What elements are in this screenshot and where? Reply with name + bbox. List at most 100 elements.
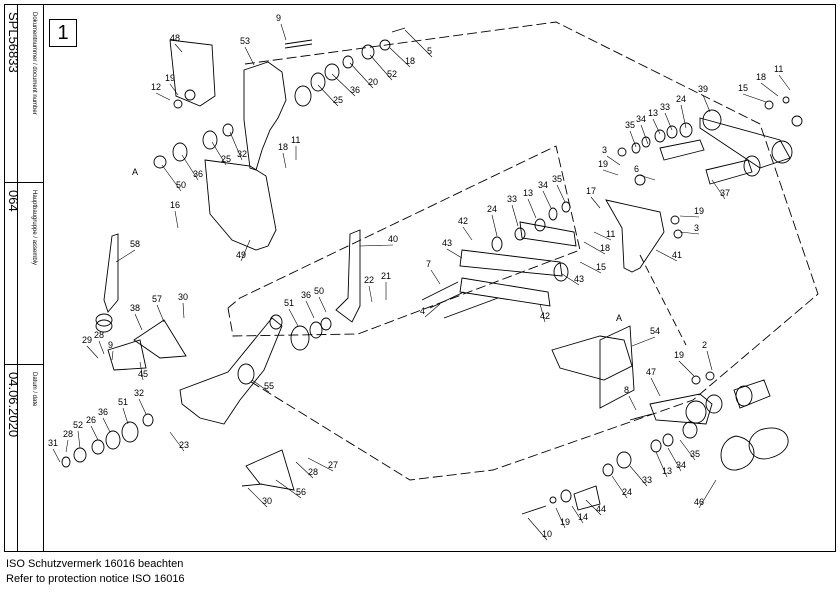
leader-line (678, 360, 695, 377)
leader-line (742, 93, 767, 103)
part-callout-15: 15 (738, 83, 748, 93)
leader-line (579, 261, 602, 274)
part-callout-47: 47 (646, 367, 656, 377)
leader-line (561, 273, 580, 286)
part-callout-31: 31 (48, 438, 58, 448)
part-callout-37: 37 (720, 188, 730, 198)
part-callout-38: 38 (130, 303, 140, 313)
part-callout-11: 11 (774, 64, 783, 74)
part-callout-18: 18 (600, 243, 610, 253)
leader-line (134, 313, 143, 331)
part-callout-43: 43 (574, 274, 584, 284)
leader-line (275, 479, 302, 499)
part-callout-11: 11 (606, 229, 615, 239)
detail-marker-a: A (616, 313, 622, 323)
part-callout-28: 28 (63, 429, 73, 439)
page-number: 1 (49, 19, 77, 47)
part-callout-35: 35 (690, 449, 700, 459)
leader-line (571, 505, 584, 524)
part-callout-42: 42 (458, 216, 468, 226)
leader-line (652, 118, 661, 135)
part-callout-34: 34 (636, 114, 646, 124)
spring-plate (204, 159, 277, 251)
leader-line (655, 451, 668, 478)
leader-line (628, 395, 637, 411)
leader-line (491, 214, 498, 237)
part-callout-16: 16 (170, 200, 180, 210)
leader-line (650, 377, 661, 397)
part-callout-19: 19 (694, 206, 704, 216)
leader-line (280, 23, 287, 41)
leader-line (778, 74, 791, 91)
part-callout-19: 19 (165, 73, 175, 83)
leader-line (251, 379, 270, 393)
leader-line (155, 92, 171, 101)
part-callout-36: 36 (193, 169, 203, 179)
leader-line (680, 104, 687, 129)
leader-line (369, 54, 393, 81)
leader-line (169, 431, 185, 452)
leader-line (430, 269, 441, 285)
leader-line (174, 43, 183, 53)
leader-line (706, 350, 713, 371)
leader-line (229, 131, 243, 161)
part-callout-52: 52 (387, 69, 397, 79)
dash-link (639, 254, 687, 346)
part-callout-7: 7 (426, 259, 431, 269)
part-callout-19: 19 (674, 350, 684, 360)
part-callout-52: 52 (73, 420, 83, 430)
part-callout-17: 17 (586, 186, 596, 196)
part-callout-30: 30 (178, 292, 188, 302)
part-callout-55: 55 (264, 381, 274, 391)
leader-line (240, 239, 251, 262)
leader-line (65, 439, 69, 453)
leader-line (98, 340, 105, 355)
part-callout-34: 34 (538, 180, 548, 190)
leader-line (602, 169, 619, 176)
leader-line (593, 231, 612, 241)
part-callout-51: 51 (284, 298, 294, 308)
protection-notice-en: Refer to protection notice ISO 16016 (6, 573, 185, 585)
part-callout-40: 40 (388, 234, 398, 244)
leader-line (539, 303, 546, 323)
leader-line (711, 179, 726, 200)
leader-line (667, 447, 682, 472)
part-callout-54: 54 (650, 326, 660, 336)
leader-line (244, 46, 255, 66)
dash-subassembly-outline (227, 145, 581, 337)
part-callout-58: 58 (130, 239, 140, 249)
part-callout-25: 25 (333, 95, 343, 105)
leader-line (288, 308, 299, 327)
leader-line (174, 210, 179, 229)
leader-line (331, 73, 356, 97)
leader-line (527, 198, 537, 219)
leader-line (295, 461, 314, 479)
part-callout-32: 32 (237, 149, 247, 159)
part-callout-42: 42 (540, 311, 550, 321)
leader-line (611, 475, 628, 499)
part-callout-21: 21 (381, 271, 391, 281)
leader-line (181, 154, 199, 181)
part-callout-26: 26 (86, 415, 96, 425)
leader-line (542, 190, 552, 209)
part-callout-36: 36 (98, 407, 108, 417)
leader-line (702, 94, 711, 113)
part-callout-36: 36 (301, 290, 311, 300)
part-callout-41: 41 (672, 250, 682, 260)
leader-line (111, 350, 114, 361)
leader-line (211, 141, 227, 166)
leader-line (307, 457, 334, 472)
leader-line (629, 465, 648, 487)
leader-line (282, 152, 287, 169)
leader-line (77, 430, 81, 449)
leader-line (52, 448, 61, 463)
part-callout-35: 35 (552, 174, 562, 184)
part-callout-6: 6 (634, 164, 639, 174)
bracket-part (169, 39, 216, 107)
part-callout-19: 19 (598, 159, 608, 169)
title-block-separator (4, 364, 44, 365)
title-block-separator (4, 182, 44, 183)
part-callout-36: 36 (350, 85, 360, 95)
leader-line (583, 241, 606, 255)
leader-line (115, 249, 136, 263)
